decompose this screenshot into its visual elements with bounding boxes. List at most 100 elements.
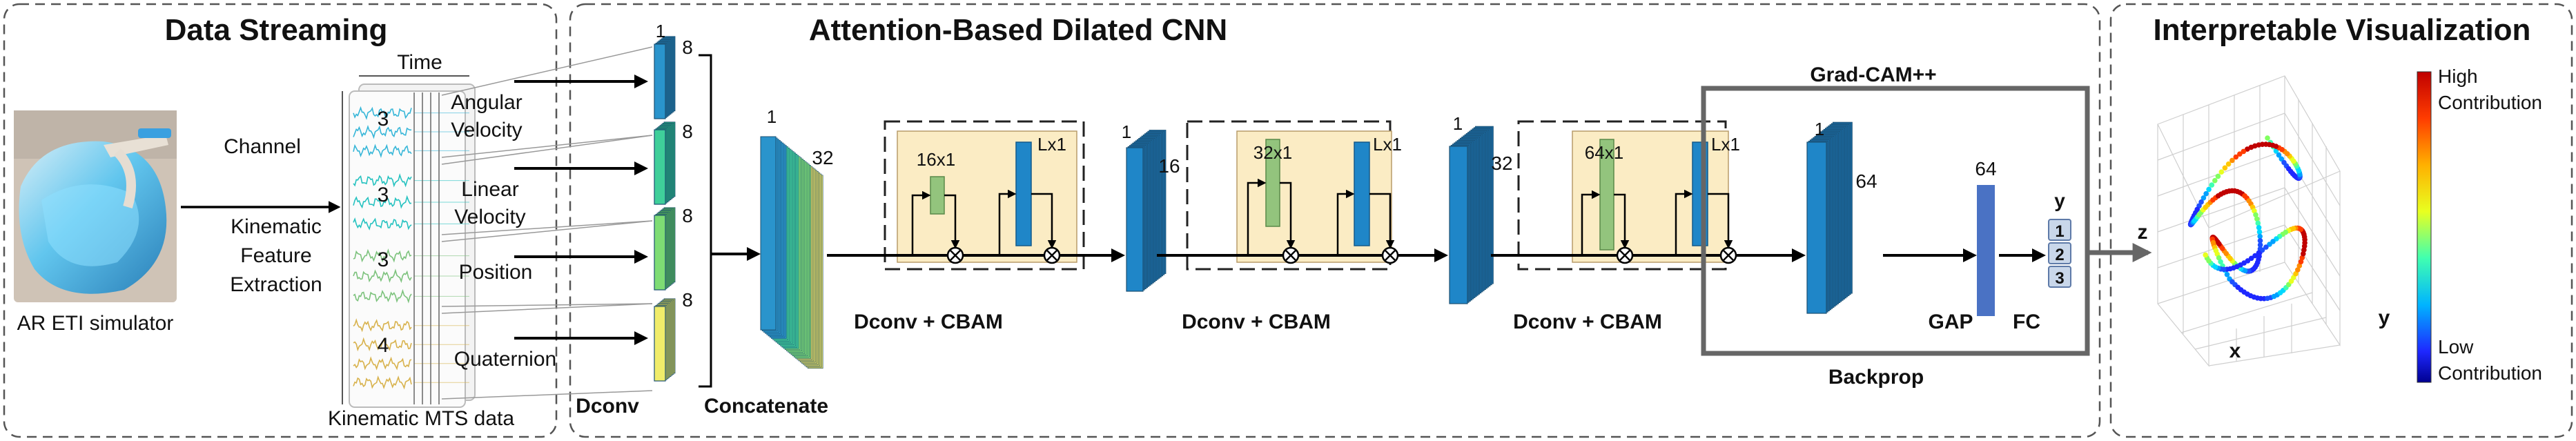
dconv-feature-map-4 bbox=[654, 298, 676, 382]
group-count-2: 3 bbox=[378, 184, 389, 206]
ar-eti-simulator-photo bbox=[14, 110, 177, 302]
mts-trace bbox=[353, 124, 412, 139]
branch-to-kernel-1 bbox=[911, 190, 931, 255]
trajectory-point bbox=[2254, 216, 2260, 222]
visualization-title: Interpretable Visualization bbox=[2154, 13, 2531, 47]
trajectory-point bbox=[2248, 255, 2254, 262]
lx-to-multiply-1 bbox=[1031, 193, 1057, 249]
output-node-1: 1 bbox=[2048, 219, 2071, 241]
mts-trace bbox=[353, 356, 412, 371]
cnn-title: Attention-Based Dilated CNN bbox=[809, 13, 1227, 47]
block-1-lx: Lx1 bbox=[1037, 134, 1066, 155]
trajectory-point bbox=[2295, 267, 2301, 273]
block-3-dashed-frame bbox=[1517, 120, 1727, 271]
concat-side-dim: 32 bbox=[812, 147, 833, 168]
data-streaming-panel bbox=[3, 3, 558, 438]
visualization-panel bbox=[2109, 3, 2573, 438]
axis-z-label: z bbox=[2138, 221, 2148, 244]
3d-plot bbox=[2157, 75, 2341, 367]
trajectory-point bbox=[2216, 255, 2222, 261]
concat-bracket bbox=[699, 54, 712, 388]
trajectory-point bbox=[2225, 161, 2232, 167]
mts-data-card bbox=[342, 84, 476, 408]
multiply-node-2-1 bbox=[1282, 246, 1300, 264]
mts-trace bbox=[353, 217, 412, 231]
multiply-node-2-2 bbox=[1381, 246, 1399, 264]
trajectory-point bbox=[2265, 135, 2270, 141]
dconv-label: Dconv bbox=[576, 395, 639, 418]
first-layer-side-dim-4: 8 bbox=[682, 289, 693, 311]
cnn-panel bbox=[569, 3, 2101, 438]
concatenate-label: Concatenate bbox=[704, 395, 828, 418]
trajectory-point bbox=[2257, 233, 2263, 239]
group-count-4: 4 bbox=[378, 334, 389, 357]
axis-y-label: y bbox=[2379, 306, 2390, 329]
trajectory-point bbox=[2276, 152, 2282, 158]
dconv-feature-map-3 bbox=[654, 207, 676, 291]
block-1-out-side: 16 bbox=[1158, 155, 1180, 177]
feature-angular: Angular bbox=[451, 91, 522, 114]
high-label-2: Contribution bbox=[2438, 92, 2542, 113]
trajectory-point bbox=[2245, 146, 2250, 152]
kernel-to-multiply-3 bbox=[1614, 193, 1630, 249]
low-label-2: Contribution bbox=[2438, 362, 2542, 384]
mts-trace bbox=[353, 195, 412, 209]
svg-text:3: 3 bbox=[2055, 269, 2064, 288]
trajectory-point bbox=[2263, 244, 2269, 250]
feature-position: Position bbox=[459, 261, 533, 284]
low-label-1: Low bbox=[2438, 336, 2474, 357]
trajectory-point bbox=[2256, 225, 2262, 231]
trajectory-point bbox=[2198, 199, 2204, 205]
trajectory-point bbox=[2218, 259, 2223, 265]
feature-linear: Linear bbox=[461, 178, 518, 201]
high-label-1: High bbox=[2438, 66, 2478, 87]
trajectory-point bbox=[2212, 177, 2218, 184]
dconv-feature-map-1 bbox=[654, 36, 676, 119]
block-2-out-top: 1 bbox=[1453, 113, 1463, 134]
mts-trace bbox=[353, 288, 412, 304]
trajectory-point bbox=[2257, 238, 2263, 244]
dconv-cbam-block-3 bbox=[1491, 120, 1806, 271]
multiply-node-3-1 bbox=[1616, 246, 1634, 264]
axis-x-label: x bbox=[2229, 340, 2241, 362]
block-3-label: Dconv + CBAM bbox=[1513, 311, 1662, 333]
concat-top-dim: 1 bbox=[767, 106, 777, 127]
dconv-feature-map-2 bbox=[654, 121, 676, 205]
lx-to-multiply-2 bbox=[1369, 193, 1395, 249]
trajectory-point bbox=[2256, 229, 2263, 235]
trajectory-point bbox=[2218, 169, 2225, 175]
output-node-3: 3 bbox=[2048, 266, 2071, 288]
trajectory-point bbox=[2203, 190, 2209, 197]
data-streaming-title: Data Streaming bbox=[165, 13, 388, 47]
first-layer-top-dim: 1 bbox=[656, 21, 665, 41]
trajectory-point bbox=[2206, 186, 2212, 193]
trajectory-point bbox=[2252, 208, 2257, 214]
first-layer-side-dim-1: 8 bbox=[682, 37, 693, 58]
gradcam-label: Grad-CAM++ bbox=[1810, 63, 1936, 86]
trajectory-point bbox=[2241, 148, 2247, 155]
trajectory-point bbox=[2201, 195, 2207, 201]
first-layer-side-dim-3: 8 bbox=[682, 205, 693, 226]
group-projection-lines bbox=[441, 46, 653, 400]
mts-trace bbox=[353, 248, 412, 263]
branch-to-lx-1 bbox=[998, 189, 1017, 255]
simulator-caption: AR ETI simulator bbox=[17, 312, 174, 335]
gap-layer bbox=[1977, 185, 1995, 316]
gap-label: GAP bbox=[1928, 311, 1973, 333]
branch-to-kernel-3 bbox=[1581, 190, 1601, 255]
feature-velocity-2: Velocity bbox=[454, 206, 525, 228]
trajectory-point bbox=[2270, 239, 2276, 244]
concat-feature-map bbox=[760, 136, 823, 369]
block-1-out-top: 1 bbox=[1122, 121, 1131, 142]
mts-trace bbox=[353, 268, 412, 284]
multiply-node-1-1 bbox=[946, 246, 964, 264]
svg-text:2: 2 bbox=[2055, 246, 2064, 264]
channel-label: Channel bbox=[224, 135, 301, 158]
trajectory-point bbox=[2237, 151, 2243, 157]
trajectory-point bbox=[2209, 182, 2215, 188]
trajectory-point bbox=[2224, 272, 2230, 277]
colorbar bbox=[2417, 71, 2432, 383]
multiply-node-1-2 bbox=[1043, 246, 1061, 264]
fc-label: FC bbox=[2013, 311, 2040, 333]
trajectory-point bbox=[2259, 247, 2265, 253]
